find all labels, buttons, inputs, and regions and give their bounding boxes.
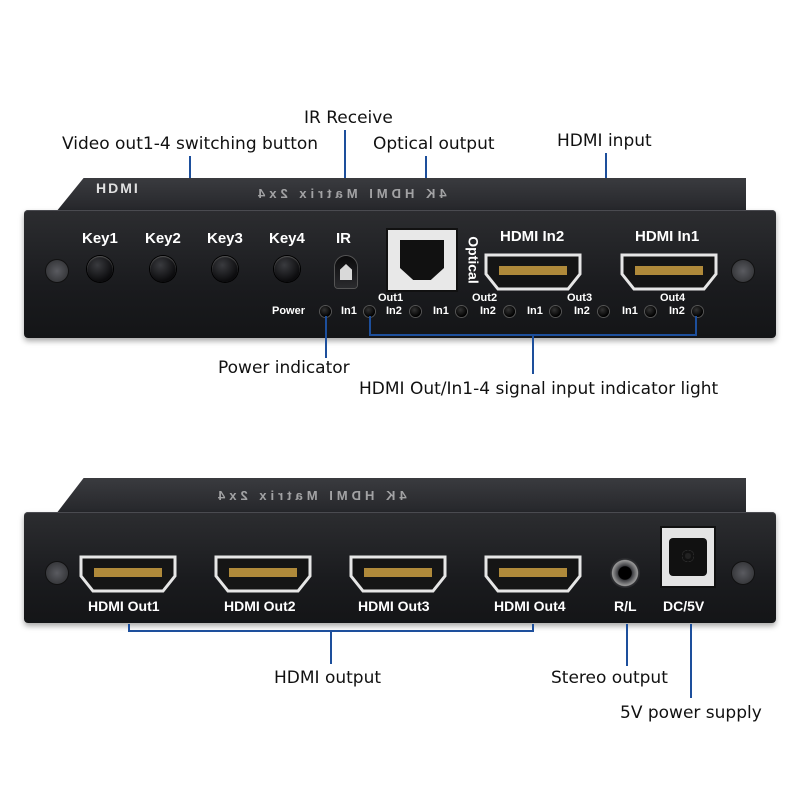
out4-in2-label: In2 xyxy=(669,305,685,317)
front-screw-right xyxy=(732,260,754,282)
out2-in1-led xyxy=(456,306,467,317)
optical-port-shutter xyxy=(400,240,444,280)
key4-button[interactable] xyxy=(274,256,300,282)
hdmi-out1-port[interactable] xyxy=(78,554,178,594)
hdmi-in2-port[interactable] xyxy=(483,252,583,292)
dc-power-jack[interactable] xyxy=(660,526,716,588)
out2-in1-label: In1 xyxy=(433,305,449,317)
out4-group-label: Out4 xyxy=(660,292,686,304)
out1-in1-label: In1 xyxy=(341,305,357,317)
back-screw-right xyxy=(732,562,754,584)
key2-button[interactable] xyxy=(150,256,176,282)
ir-sensor xyxy=(335,256,357,288)
callout-power-supply: 5V power supply xyxy=(620,703,762,723)
hdmi-in2-label: HDMI In2 xyxy=(500,228,565,245)
front-device-lid xyxy=(56,178,746,212)
guide-power-led xyxy=(325,316,327,358)
key3-label: Key3 xyxy=(207,230,243,247)
out1-in2-led xyxy=(410,306,421,317)
callout-optical-output: Optical output xyxy=(373,134,495,154)
hdmi-in1-port[interactable] xyxy=(619,252,719,292)
guide-indicator-stem xyxy=(532,334,534,374)
callout-ir-receive: IR Receive xyxy=(304,108,393,128)
front-device: HDMI 4K HDMI Matrix 2x4 Key1 Key2 Key3 K… xyxy=(24,178,776,338)
guide-hdmi-out-left xyxy=(128,624,130,632)
front-brand-logo: HDMI xyxy=(96,180,140,196)
out4-in1-led xyxy=(645,306,656,317)
out4-in1-label: In1 xyxy=(622,305,638,317)
out1-in2-label: In2 xyxy=(386,305,402,317)
ir-label: IR xyxy=(336,230,351,247)
back-device-lid xyxy=(56,478,746,514)
hdmi-out3-port[interactable] xyxy=(348,554,448,594)
front-screw-left xyxy=(46,260,68,282)
out3-in2-label: In2 xyxy=(574,305,590,317)
dc-power-pin xyxy=(682,550,694,562)
hdmi-out4-port[interactable] xyxy=(483,554,583,594)
callout-power-indicator: Power indicator xyxy=(218,358,350,378)
out1-group-label: Out1 xyxy=(378,292,404,304)
out2-group-label: Out2 xyxy=(472,292,498,304)
key2-label: Key2 xyxy=(145,230,181,247)
guide-hdmi-out-right xyxy=(532,624,534,632)
out3-group-label: Out3 xyxy=(567,292,593,304)
guide-ir-receive xyxy=(344,130,346,225)
power-led xyxy=(320,306,331,317)
stereo-audio-jack[interactable] xyxy=(610,558,640,588)
back-device: 4K HDMI Matrix 2x4 HDMI Out1 HDMI Out2 H… xyxy=(24,478,776,623)
callout-stereo-output: Stereo output xyxy=(551,668,668,688)
ir-sensor-lens xyxy=(340,264,352,280)
optical-label: Optical xyxy=(465,236,482,284)
key3-button[interactable] xyxy=(212,256,238,282)
guide-stereo-out xyxy=(626,624,628,666)
key1-button[interactable] xyxy=(87,256,113,282)
power-led-label: Power xyxy=(272,305,306,317)
hdmi-out3-label: HDMI Out3 xyxy=(358,598,430,614)
dc-5v-label: DC/5V xyxy=(663,598,705,614)
callout-hdmi-output: HDMI output xyxy=(274,668,382,688)
out1-in1-led xyxy=(364,306,375,317)
out2-in2-led xyxy=(504,306,515,317)
out3-in1-led xyxy=(550,306,561,317)
out3-in1-label: In1 xyxy=(527,305,543,317)
hdmi-out2-port[interactable] xyxy=(213,554,313,594)
back-screw-left xyxy=(46,562,68,584)
audio-rl-label: R/L xyxy=(614,598,637,614)
optical-port[interactable] xyxy=(386,228,458,292)
hdmi-in1-label: HDMI In1 xyxy=(635,228,700,245)
callout-hdmi-input: HDMI input xyxy=(557,131,652,151)
hdmi-out2-label: HDMI Out2 xyxy=(224,598,296,614)
out4-in2-led xyxy=(692,306,703,317)
out3-in2-led xyxy=(598,306,609,317)
guide-hdmi-out-stem xyxy=(330,630,332,664)
out2-in2-label: In2 xyxy=(480,305,496,317)
callout-video-switch: Video out1-4 switching button xyxy=(62,134,319,154)
guide-indicator-left xyxy=(369,316,371,336)
key4-label: Key4 xyxy=(269,230,305,247)
hdmi-out4-label: HDMI Out4 xyxy=(494,598,566,614)
guide-indicator-right xyxy=(695,316,697,336)
key1-label: Key1 xyxy=(82,230,118,247)
front-model-text: 4K HDMI Matrix 2x4 xyxy=(254,186,447,201)
callout-signal-indicator: HDMI Out/In1-4 signal input indicator li… xyxy=(359,379,719,399)
back-model-text: 4K HDMI Matrix 2x4 xyxy=(214,488,407,503)
guide-power-supply xyxy=(690,624,692,698)
hdmi-out1-label: HDMI Out1 xyxy=(88,598,160,614)
